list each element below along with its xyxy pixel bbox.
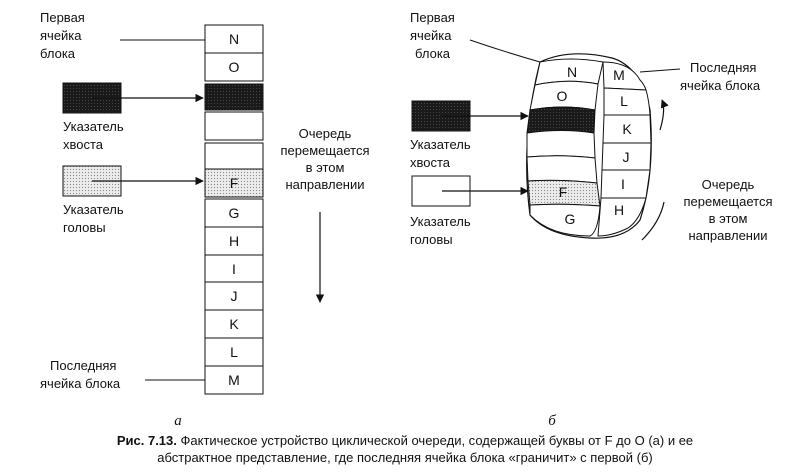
panel-a-first-cell-label: Первая ячейка блока xyxy=(40,10,85,61)
ring-cell xyxy=(529,203,601,237)
cell xyxy=(204,142,264,170)
cell-letter: G xyxy=(229,205,240,221)
label-line: перемещается xyxy=(281,143,370,158)
caption-line-2: абстрактное представление, где последняя… xyxy=(157,450,653,465)
panel-a: Первая ячейка блока N O F G H I J K L M … xyxy=(40,10,369,429)
cell: G xyxy=(204,198,264,228)
cell-letter: L xyxy=(230,344,238,360)
caption-prefix: Рис. 7.13. xyxy=(116,433,177,448)
direction-curve xyxy=(641,201,665,241)
cell: H xyxy=(204,226,264,256)
cell-letter: M xyxy=(613,67,625,83)
label-line: ячейка xyxy=(40,28,82,43)
cell-letter: J xyxy=(623,149,630,165)
cell: O xyxy=(204,52,264,82)
cell-letter: H xyxy=(229,233,239,249)
figure-caption: Рис. 7.13. Фактическое устройство циклич… xyxy=(0,433,810,449)
head-pointer-label: Указатель xyxy=(63,202,124,217)
head-pointer-label: головы xyxy=(63,220,106,235)
panel-b-first-cell-label: Первая ячейка блока xyxy=(410,10,455,61)
cell-head: F xyxy=(204,168,264,198)
cell: L xyxy=(204,337,264,367)
queue-diagram: Первая ячейка блока N O F G H I J K L M … xyxy=(40,10,772,429)
cell: J xyxy=(204,281,264,311)
last-cell-label: Последняя xyxy=(690,60,756,75)
ring-cell xyxy=(600,169,651,199)
cell-letter: H xyxy=(614,202,624,218)
cell-letter: F xyxy=(230,175,239,191)
last-cell-leader-line xyxy=(639,68,681,73)
cell-letter: F xyxy=(559,184,568,200)
label-line: в этом xyxy=(709,211,748,226)
cell-letter: I xyxy=(232,261,236,277)
cell: M xyxy=(204,365,264,395)
tail-pointer-label: Указатель xyxy=(410,137,471,152)
head-pointer-label: головы xyxy=(410,232,453,247)
tail-pointer-label: хвоста xyxy=(63,137,104,152)
tail-pointer-label: хвоста xyxy=(410,155,451,170)
label-line: Очередь xyxy=(299,126,352,141)
label-line: ячейка xyxy=(410,28,452,43)
panel-a-direction-label: Очередь перемещается в этом направлении xyxy=(281,126,370,192)
cell: K xyxy=(204,309,264,339)
ring-cell xyxy=(526,130,596,159)
panel-a-sublabel: а xyxy=(174,413,182,429)
panel-b-direction-label: Очередь перемещается в этом направлении xyxy=(684,177,773,243)
head-pointer-label: Указатель xyxy=(410,214,471,229)
ring-cell xyxy=(602,61,647,91)
cell-letter: L xyxy=(620,93,628,109)
ring-front-face: N O F G xyxy=(526,58,604,237)
up-direction-arrow xyxy=(659,99,669,131)
cell-letter: O xyxy=(557,88,568,104)
cell xyxy=(204,111,264,141)
caption-line-1: Фактическое устройство циклической очере… xyxy=(180,433,694,448)
last-cell-label: Последняя xyxy=(50,358,116,373)
first-cell-leader-line xyxy=(469,39,541,63)
panel-b: Первая ячейка блока N O F G xyxy=(410,10,772,429)
panel-a-cell-column: N O F G H I J K L M xyxy=(204,24,264,395)
last-cell-label: ячейка блока xyxy=(40,376,121,391)
label-line: блока xyxy=(415,46,451,61)
label-line: Первая xyxy=(410,10,455,25)
tail-pointer-label: Указатель xyxy=(63,119,124,134)
label-line: Первая xyxy=(40,10,85,25)
label-line: Очередь xyxy=(702,177,755,192)
label-line: направлении xyxy=(285,177,364,192)
cell-letter: M xyxy=(228,372,240,388)
cell-tail xyxy=(204,83,264,111)
figure-caption-line-2: абстрактное представление, где последняя… xyxy=(0,450,810,466)
last-cell-label: ячейка блока xyxy=(680,78,761,93)
cell-letter: I xyxy=(621,176,625,192)
cell: I xyxy=(204,254,264,283)
cell-letter: K xyxy=(229,316,239,332)
cell-letter: J xyxy=(231,288,238,304)
label-line: направлении xyxy=(688,228,767,243)
label-line: перемещается xyxy=(684,194,773,209)
ring-cell xyxy=(526,155,598,184)
cell-letter: G xyxy=(565,211,576,227)
cell-letter: K xyxy=(622,121,632,137)
cell-letter: O xyxy=(229,59,240,75)
ring-cell-tail xyxy=(526,106,596,134)
panel-b-sublabel: б xyxy=(548,413,556,429)
cell-letter: N xyxy=(229,31,239,47)
cell: N xyxy=(204,24,264,54)
ring-cell xyxy=(597,197,647,237)
label-line: блока xyxy=(40,46,76,61)
cell-letter: N xyxy=(567,64,577,80)
label-line: в этом xyxy=(306,160,345,175)
ring-side-face: M L K J I H xyxy=(597,61,652,237)
